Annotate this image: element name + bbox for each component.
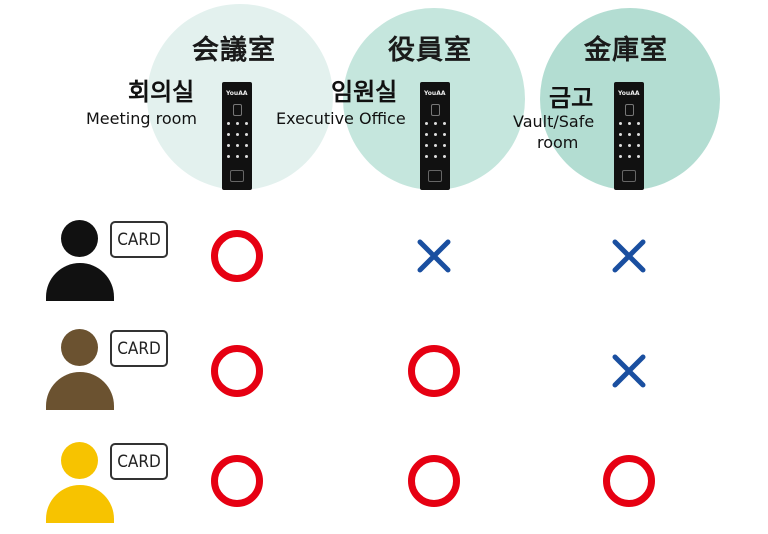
card-icon: CARD xyxy=(110,443,168,480)
room-korean-vault: 금고 xyxy=(549,84,594,112)
access-allowed-circle-icon xyxy=(603,455,655,507)
access-allowed-circle-icon xyxy=(211,455,263,507)
access-allowed-circle-icon xyxy=(408,345,460,397)
card-icon: CARD xyxy=(110,330,168,367)
door-keypad-meeting: YouAA xyxy=(222,82,252,190)
access-allowed-circle-icon xyxy=(211,230,263,282)
room-english-vault: Vault/Safe xyxy=(513,112,595,131)
access-denied-cross-icon xyxy=(416,238,462,284)
room-title-meeting: 会議室 xyxy=(192,35,276,66)
card-icon: CARD xyxy=(110,221,168,258)
room-english-vault-line2: room xyxy=(537,133,579,152)
user-icon-black xyxy=(46,220,114,301)
room-title-executive: 役員室 xyxy=(388,35,472,66)
access-denied-cross-icon xyxy=(611,353,657,399)
door-keypad-executive: YouAA xyxy=(420,82,450,190)
door-keypad-vault: YouAA xyxy=(614,82,644,190)
room-english-meeting: Meeting room xyxy=(86,109,197,128)
access-allowed-circle-icon xyxy=(211,345,263,397)
room-title-vault: 金庫室 xyxy=(584,35,668,66)
user-icon-yellow xyxy=(46,442,114,523)
user-icon-brown xyxy=(46,329,114,410)
room-korean-executive: 임원실 xyxy=(331,78,398,106)
room-english-executive: Executive Office xyxy=(276,109,406,128)
room-korean-meeting: 회의실 xyxy=(128,78,195,106)
access-denied-cross-icon xyxy=(611,238,657,284)
access-allowed-circle-icon xyxy=(408,455,460,507)
